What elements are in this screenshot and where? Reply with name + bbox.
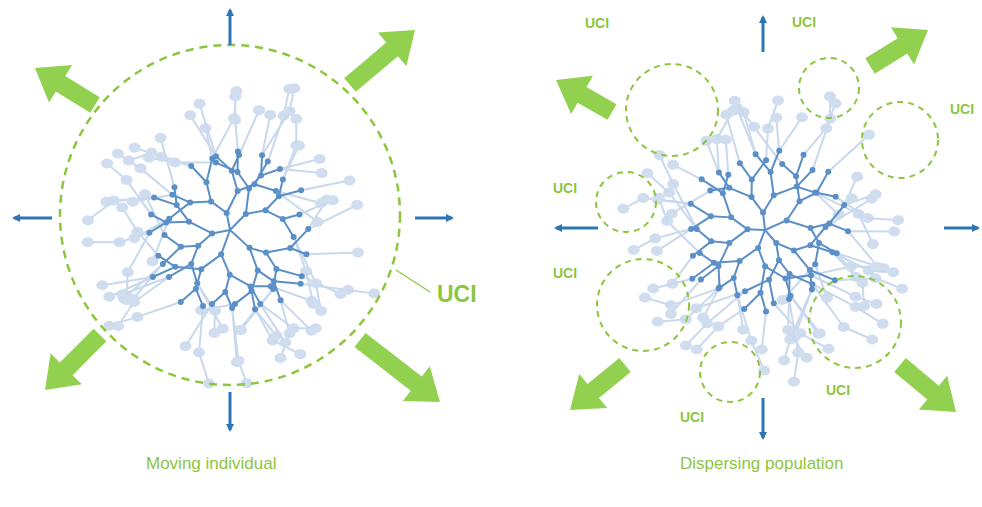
green-arrow — [347, 323, 454, 420]
figure-caption: Dispersing population — [680, 455, 844, 474]
green-arrow — [336, 13, 429, 102]
green-arrow — [545, 61, 623, 131]
uci-label: UCI — [950, 102, 974, 117]
outer-branches — [617, 91, 908, 386]
green-arrow — [886, 348, 970, 429]
green-arrow — [23, 49, 106, 123]
green-arrow — [29, 319, 115, 405]
inner-tree — [146, 148, 311, 312]
uci-label: UCI — [437, 282, 477, 307]
uci-label: UCI — [792, 15, 816, 30]
uci-circles — [596, 58, 938, 402]
blue-arrows — [14, 10, 978, 438]
uci-label: UCI — [680, 410, 704, 425]
uci-label: UCI — [553, 266, 577, 281]
uci-label: UCI — [585, 16, 609, 31]
figure-caption: Moving individual — [146, 455, 276, 474]
inner-tree — [688, 148, 851, 315]
uci-circle — [60, 45, 400, 385]
outer-branches — [82, 83, 381, 388]
uci-label: UCI — [826, 383, 850, 398]
green-arrow — [858, 11, 939, 84]
uci-label: UCI — [553, 181, 577, 196]
green-arrows — [23, 11, 970, 429]
green-arrow — [556, 348, 639, 427]
leader-line — [396, 270, 430, 292]
